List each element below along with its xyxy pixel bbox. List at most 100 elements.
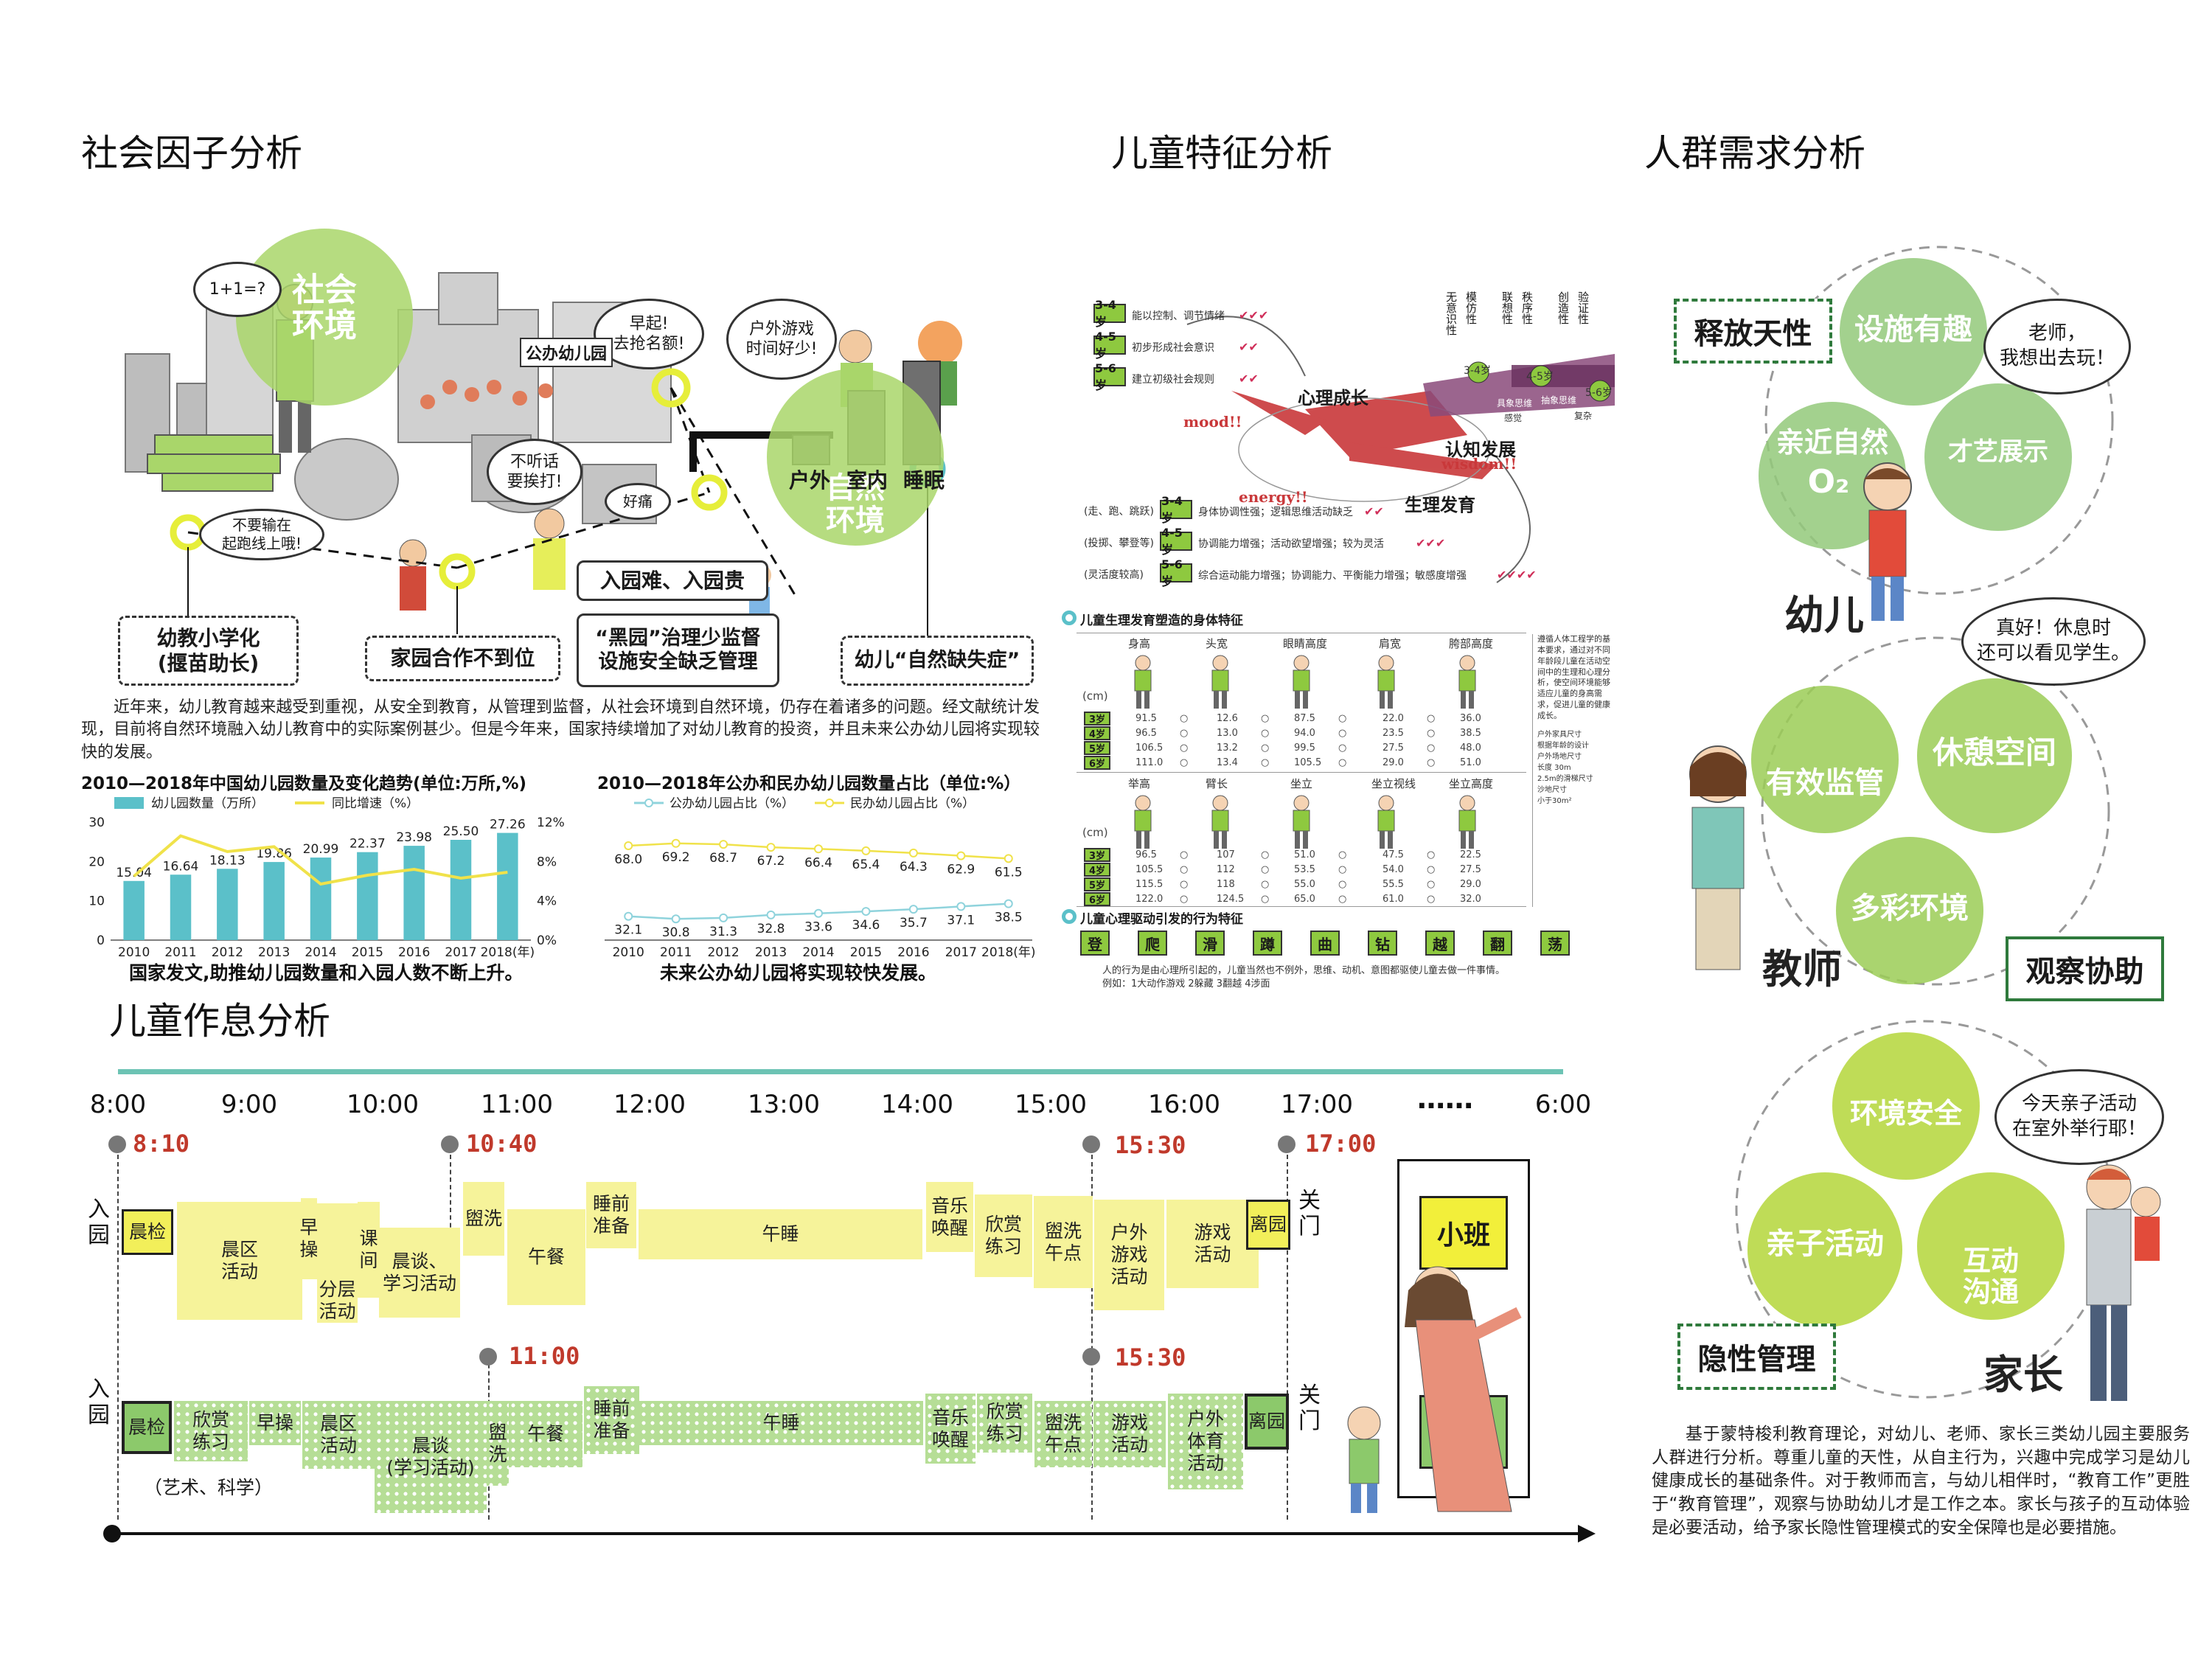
circle-dot-icon: ○ (1180, 713, 1189, 724)
crowd-paragraph: 基于蒙特梭利教育理论，对幼儿、老师、家长三类幼儿园主要服务人群进行分析。尊重儿童… (1652, 1425, 2190, 1537)
parent-label: 家长 (1983, 1352, 2063, 1398)
t2-head-2: 臂长 (1206, 777, 1228, 790)
series-1-label-7: 62.9 (947, 863, 975, 877)
psych-checks-1: ✔✔✔ (1239, 308, 1269, 322)
table2_rows-r2-c4: 29.0 (1460, 879, 1481, 890)
physio-checks-1: ✔✔ (1364, 504, 1384, 518)
bar-5 (357, 852, 378, 940)
side-item-2: 根据年龄的设计 (1537, 741, 1589, 750)
circle-dot-icon: ○ (1427, 864, 1436, 875)
middle-class-activity-14: 离园 (1245, 1394, 1289, 1450)
series-0-label-7: 37.1 (947, 913, 975, 928)
circle-dot-icon: ○ (1427, 849, 1436, 860)
x2-tick-4: 2014 (802, 945, 834, 960)
energy-label: energy!! (1239, 488, 1308, 506)
table1_rows-r2-c1: 13.2 (1217, 742, 1238, 754)
middle-class-activity-0: 晨检 (122, 1401, 172, 1454)
circle-dot-icon: ○ (1261, 728, 1270, 739)
table1_rows-r0-c2: 87.5 (1294, 713, 1315, 724)
series-1-point-3 (766, 843, 776, 852)
teacher-figure-svg (1689, 745, 1747, 970)
table2_rows-r3-c2: 65.0 (1294, 894, 1315, 905)
x-tick-4: 2014 (305, 945, 336, 960)
stage-label-1: 具象思维 (1497, 398, 1533, 408)
child-body-figure-icon (1134, 795, 1152, 849)
bubble-parent: 今天亲子活动 在室外举行耶！ (1994, 1069, 2164, 1165)
safety-circle (1832, 1032, 1980, 1180)
behavior-6: 越 (1425, 931, 1455, 956)
env-label: 多彩环境 (1851, 891, 1969, 925)
body-table-1 (1077, 633, 1526, 773)
circle-dot-icon: ○ (1180, 849, 1189, 860)
bar-label-outdoor: 户外 (789, 468, 831, 493)
x2-tick-1: 2011 (660, 945, 692, 960)
parent-figure-icon (2057, 1150, 2175, 1416)
mother-child-figure-icon (1327, 1261, 1571, 1526)
social-paragraph: 近年来，幼儿教育越来越受到重视，从安全到教育，从管理到监督，从社会环境到自然环境… (81, 698, 1040, 762)
bubble-early: 早起! 去抢名额! (594, 299, 704, 369)
t2-head-5: 坐立高度 (1449, 777, 1494, 790)
hidden-management-tag: 隐性管理 (1677, 1324, 1836, 1390)
series-0-point-0 (624, 911, 633, 921)
hour-label-4: 12:00 (613, 1090, 686, 1119)
middle-class-activity-3: 晨区 活动 (302, 1401, 375, 1469)
series-0-label-8: 38.5 (995, 911, 1023, 925)
table2_rows-r1-c4: 27.5 (1460, 864, 1481, 875)
y-tick-right-1: 4% (537, 894, 557, 909)
section1-marker-icon (1062, 611, 1077, 625)
chart2-caption: 未来公办幼儿园将实现较快发展。 (660, 962, 937, 984)
middle-class-activity-10: 欣赏 练习 (977, 1394, 1032, 1453)
legend-bar-swatch (114, 797, 144, 809)
table2_rows-r3-c0: 122.0 (1135, 894, 1164, 905)
circle-dot-icon: ○ (1180, 728, 1189, 739)
x2-tick-5: 2015 (850, 945, 882, 960)
cog-col-6: 验证性 (1576, 291, 1590, 324)
series-1-label-6: 64.3 (900, 860, 928, 874)
x-tick-6: 2016 (398, 945, 430, 960)
series-0-label-6: 35.7 (900, 916, 928, 931)
circle-dot-icon: ○ (1261, 894, 1270, 905)
marker-1100: 11:00 (509, 1342, 580, 1370)
psych-item-3: 建立初级社会规则 (1132, 374, 1214, 386)
physical-label: 生理发育 (1405, 495, 1475, 515)
supervise-label: 有效监管 (1766, 766, 1884, 800)
marker-1040-dot (441, 1135, 459, 1153)
supervise-circle (1751, 686, 1899, 833)
marker-1040: 10:40 (466, 1130, 538, 1158)
bar-3 (263, 862, 285, 940)
side-item-7: 小于30m² (1537, 796, 1572, 805)
bubble-child: 老师， 我想出去玩！ (1983, 299, 2131, 394)
schedule-section-title: 儿童作息分析 (109, 1000, 330, 1043)
x-tick-8: 2018(年) (481, 945, 535, 960)
x2-tick-6: 2016 (897, 945, 929, 960)
interact-label: 互动 沟通 (1962, 1245, 2019, 1308)
series-1-point-2 (719, 840, 728, 849)
t1-age-3: 3岁 (1084, 712, 1110, 726)
talent-circle (1924, 383, 2072, 531)
series-0-point-6 (908, 905, 918, 914)
t2-age-4: 4岁 (1084, 863, 1110, 877)
table1_rows-r3-c1: 13.4 (1217, 757, 1238, 768)
x2-tick-7: 2017 (945, 945, 977, 960)
y-tick-left-3: 30 (88, 815, 105, 830)
physio-age-5-6: 5-6岁 (1160, 557, 1192, 588)
circle-dot-icon: ○ (1338, 864, 1347, 875)
psych-age-3-4: 3-4岁 (1093, 298, 1126, 329)
side-note-items: 户外家具尺寸 根据年龄的设计 户外场地尺寸 长度 30m 2.5m的滑梯尺寸 沙… (1537, 729, 1617, 807)
series-0-point-2 (719, 913, 728, 922)
legend-bar-label: 幼儿园数量（万所） (151, 796, 264, 811)
rest-label: 休憩空间 (1932, 734, 2056, 771)
middle-class-activity-2: 早操 (249, 1401, 301, 1445)
physio-left-1: (走、跑、跳跃) (1084, 506, 1154, 518)
x2-tick-2: 2012 (707, 945, 739, 960)
t1-age-6: 6岁 (1084, 756, 1110, 770)
art-science-note: （艺术、科学） (144, 1477, 274, 1498)
y-tick-left-1: 10 (88, 894, 105, 909)
psych-item-1: 能以控制、调节情绪 (1132, 310, 1225, 322)
table2_rows-r1-c0: 105.5 (1135, 864, 1164, 875)
table1_rows-r0-c3: 22.0 (1382, 713, 1404, 724)
table1_rows-r1-c2: 94.0 (1294, 728, 1315, 739)
vline-1040 (450, 1155, 451, 1265)
circle-dot-icon: ○ (1338, 879, 1347, 890)
